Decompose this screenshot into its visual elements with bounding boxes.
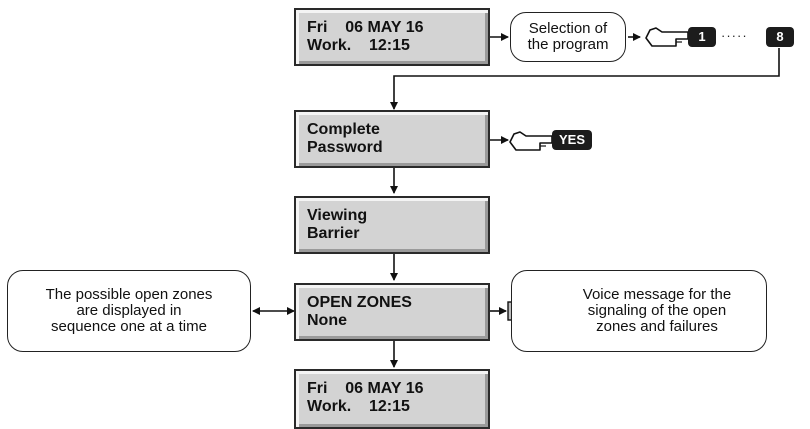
note-line: are displayed in (76, 302, 182, 319)
lcd-line-1: OPEN ZONES (307, 294, 412, 311)
lcd-line-1: Fri 06 MAY 16 (307, 19, 424, 36)
lcd-home-screen-return: Fri 06 MAY 16 Work. 12:15 (294, 369, 490, 429)
lcd-line-1: Complete (307, 121, 380, 138)
lcd-home-screen: Fri 06 MAY 16 Work. 12:15 (294, 8, 490, 66)
lcd-line-2: None (307, 312, 347, 329)
lcd-line-2: Password (307, 139, 383, 156)
arrow-keys-to-password (390, 48, 780, 110)
note-line: Voice message for the (582, 286, 732, 303)
lcd-viewing-screen: Viewing Barrier (294, 196, 490, 254)
pointing-hand-icon (509, 131, 553, 151)
lcd-open-zones-screen: OPEN ZONES None (294, 283, 490, 341)
note-line: Selection of (528, 20, 608, 37)
lcd-line-1: Viewing (307, 207, 368, 224)
note-line: the program (527, 36, 609, 53)
lcd-line-2: Barrier (307, 225, 360, 242)
voice-note: Voice message for the signaling of the o… (511, 270, 767, 352)
note-line: The possible open zones (45, 286, 213, 303)
note-line: sequence one at a time (51, 318, 207, 335)
key-range-dots: ····· (721, 28, 748, 43)
note-line: zones and failures (596, 318, 718, 335)
lcd-line-2: Work. 12:15 (307, 37, 410, 54)
key-1[interactable]: 1 (688, 27, 716, 47)
lcd-line-1: Fri 06 MAY 16 (307, 380, 424, 397)
pointing-hand-icon (645, 27, 689, 47)
note-line: signaling of the open (587, 302, 727, 319)
selection-note: Selection of the program (510, 12, 626, 62)
key-8[interactable]: 8 (766, 27, 794, 47)
key-yes[interactable]: YES (552, 130, 592, 150)
lcd-line-2: Work. 12:15 (307, 398, 410, 415)
sequence-note: The possible open zones are displayed in… (7, 270, 251, 352)
lcd-password-screen: Complete Password (294, 110, 490, 168)
